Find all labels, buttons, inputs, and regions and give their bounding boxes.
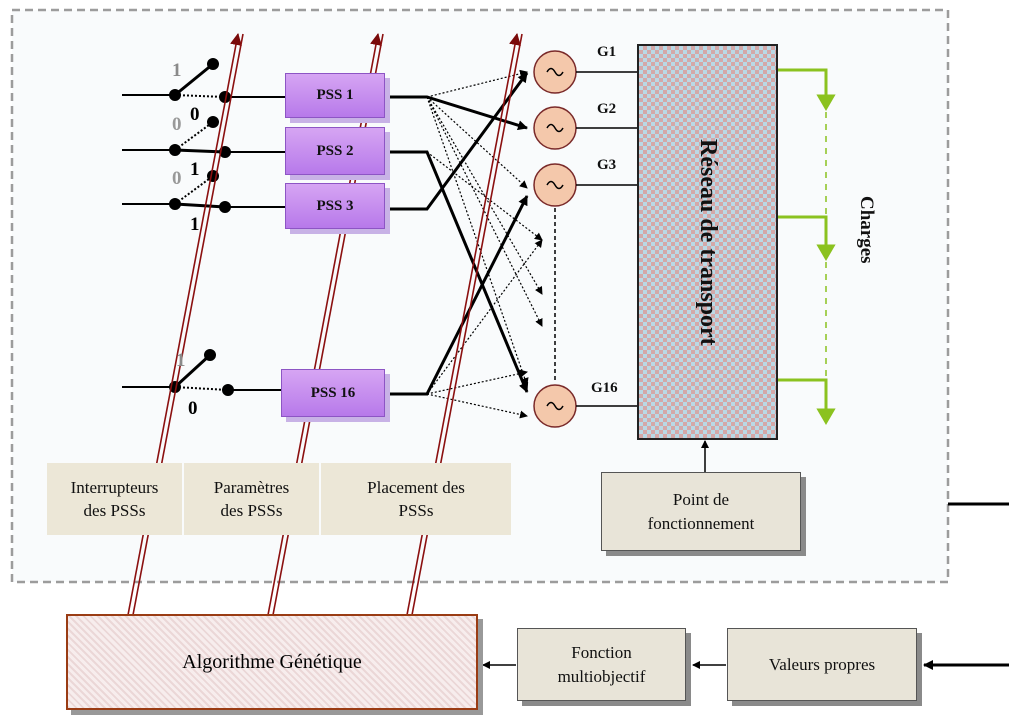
- switch-16-bottom-label: 0: [188, 398, 198, 419]
- label-parameters: Paramètres des PSSs: [184, 463, 319, 535]
- switch-1: [122, 58, 285, 103]
- pss-block-2: PSS 2: [285, 127, 385, 175]
- switch-1-top-label: 1: [172, 60, 182, 81]
- switch-1-bottom-label: 0: [190, 104, 200, 125]
- switch-2: [122, 116, 285, 158]
- transmission-network: Réseau de transport: [637, 44, 778, 440]
- loads-label: Charges: [856, 196, 877, 264]
- eigenvalues-box: Valeurs propres: [727, 628, 917, 701]
- switch-2-bottom-label: 1: [190, 159, 200, 180]
- generator-bus-lines: [576, 71, 638, 407]
- network-label: Réseau de transport: [695, 138, 721, 346]
- label-switches: Interrupteurs des PSSs: [47, 463, 182, 535]
- generator-label-2: G2: [597, 101, 617, 117]
- genetic-algorithm-box: Algorithme Génétique: [66, 614, 478, 710]
- generator-label-16: G16: [591, 380, 618, 396]
- generator-label-3: G3: [597, 157, 617, 173]
- loads-label-container: Charges: [846, 150, 886, 310]
- pss-block-1: PSS 1: [285, 73, 385, 118]
- switch-16: [122, 349, 285, 396]
- switch-3-top-label: 0: [172, 168, 182, 189]
- load-arrows: [778, 68, 836, 425]
- switch-16-top-label: 1: [176, 350, 186, 371]
- pss-block-16: PSS 16: [281, 369, 385, 417]
- switch-2-top-label: 0: [172, 114, 182, 135]
- generator-label-1: G1: [597, 44, 617, 60]
- generator-sine-icons: [546, 67, 564, 411]
- operating-point-box: Point de fonctionnement: [601, 472, 801, 551]
- label-placement: Placement des PSSs: [321, 463, 511, 535]
- switch-3: [122, 170, 285, 213]
- switch-3-bottom-label: 1: [190, 214, 200, 235]
- objective-function-box: Fonction multiobjectif: [517, 628, 686, 701]
- pss-block-3: PSS 3: [285, 183, 385, 229]
